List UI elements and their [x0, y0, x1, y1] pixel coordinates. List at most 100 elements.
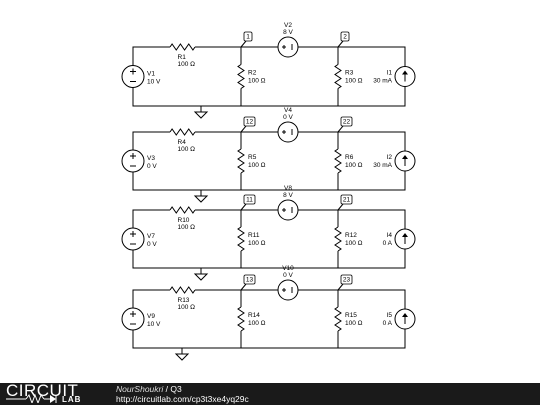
resistor-symbol [169, 206, 196, 214]
arrow-up-icon [402, 155, 408, 159]
current-source-name: I5 [387, 312, 393, 319]
wire [132, 131, 170, 150]
resistor-symbol [334, 64, 342, 89]
wire [298, 209, 406, 229]
resistor-name: R6 [345, 154, 354, 161]
resistor-value: 100 Ω [178, 224, 196, 231]
node-label: 2 [343, 34, 347, 41]
resistor-symbol [169, 128, 196, 136]
resistor-symbol [237, 148, 245, 174]
wire [132, 209, 170, 228]
node-label: 22 [343, 119, 351, 126]
wire [132, 329, 406, 349]
node-label-box [243, 116, 256, 127]
node-label-box [340, 116, 353, 127]
resistor-value: 100 Ω [345, 320, 363, 327]
wire [298, 46, 406, 67]
resistor-value: 100 Ω [178, 304, 196, 311]
voltage-source-value: 10 V [147, 79, 161, 86]
resistor-name: R2 [248, 70, 257, 77]
current-source-name: I4 [387, 232, 393, 239]
resistor-name: R15 [345, 312, 357, 319]
ground-icon [193, 111, 209, 119]
resistor-value: 100 Ω [248, 78, 266, 85]
logo-text-circuit: CIRCUIT [6, 381, 79, 400]
current-source-symbol [394, 66, 416, 87]
resistor-name: R14 [248, 312, 260, 319]
wire [240, 125, 247, 133]
voltage-source-value: 8 V [283, 192, 293, 199]
current-source-name: I2 [387, 154, 393, 161]
resistor-name: R3 [345, 70, 354, 77]
resistor-value: 100 Ω [248, 162, 266, 169]
node-label: 1 [246, 34, 250, 41]
voltage-source-name: V3 [147, 155, 155, 162]
resistor-name: R5 [248, 154, 257, 161]
schematic-url[interactable]: http://circuitlab.com/cp3t3xe4yq29c [116, 394, 249, 404]
logo-text-lab: LAB [62, 395, 82, 404]
voltage-source-symbol [277, 279, 299, 301]
voltage-source-value: 0 V [147, 163, 157, 170]
ground-icon [193, 273, 209, 281]
logo-wire-icon [6, 393, 57, 403]
wire [132, 86, 406, 107]
author-name[interactable]: NourShoukri [116, 384, 164, 394]
voltage-source-symbol [121, 227, 145, 251]
wire [132, 249, 406, 269]
resistor-symbol [169, 43, 196, 51]
wire [132, 171, 406, 191]
schematic-title[interactable]: Q3 [170, 384, 182, 394]
voltage-source-name: V10 [282, 265, 294, 272]
node-label: 13 [246, 277, 254, 284]
node-label: 12 [246, 119, 254, 126]
resistor-symbol [237, 64, 245, 89]
resistor-name: R12 [345, 232, 357, 239]
resistor-symbol [334, 148, 342, 174]
resistor-value: 100 Ω [345, 240, 363, 247]
current-source-name: I1 [387, 70, 393, 77]
resistor-value: 100 Ω [345, 78, 363, 85]
footer-bar: CIRCUIT LAB NourShoukri / Q3 http://circ… [0, 381, 540, 405]
current-source-symbol [394, 308, 416, 330]
voltage-source-name: V8 [284, 185, 292, 192]
resistor-name: R11 [248, 232, 260, 239]
circuitlab-logo[interactable]: CIRCUIT LAB [6, 381, 98, 405]
resistor-value: 100 Ω [178, 146, 196, 153]
resistor-symbol [334, 306, 342, 332]
wire [132, 46, 170, 66]
wire [240, 40, 247, 48]
voltage-source-value: 8 V [283, 29, 293, 36]
wire [240, 283, 247, 291]
resistor-name: R10 [178, 217, 190, 224]
node-label-box [340, 31, 350, 42]
voltage-source-value: 0 V [147, 241, 157, 248]
node-label: 23 [343, 277, 351, 284]
resistor-value: 100 Ω [178, 61, 196, 68]
voltage-source-name: V9 [147, 313, 155, 320]
node-label-box [340, 194, 353, 205]
node-label-box [340, 274, 353, 285]
node-label: 21 [343, 197, 351, 204]
resistor-symbol [169, 286, 196, 294]
current-source-value: 0 A [383, 240, 393, 247]
credit-separator: / [165, 384, 168, 394]
wire [337, 40, 344, 48]
resistor-value: 100 Ω [248, 320, 266, 327]
node-label-box [243, 274, 256, 285]
current-source-value: 30 mA [373, 162, 392, 169]
voltage-source-symbol [277, 199, 299, 221]
resistor-value: 100 Ω [248, 240, 266, 247]
voltage-source-symbol [121, 149, 145, 173]
voltage-source-name: V7 [147, 233, 155, 240]
wire [132, 289, 170, 308]
voltage-source-symbol [277, 36, 299, 58]
resistor-symbol [237, 306, 245, 332]
node-label: 11 [246, 197, 253, 204]
voltage-source-symbol [121, 65, 145, 88]
current-source-value: 0 A [383, 320, 393, 327]
